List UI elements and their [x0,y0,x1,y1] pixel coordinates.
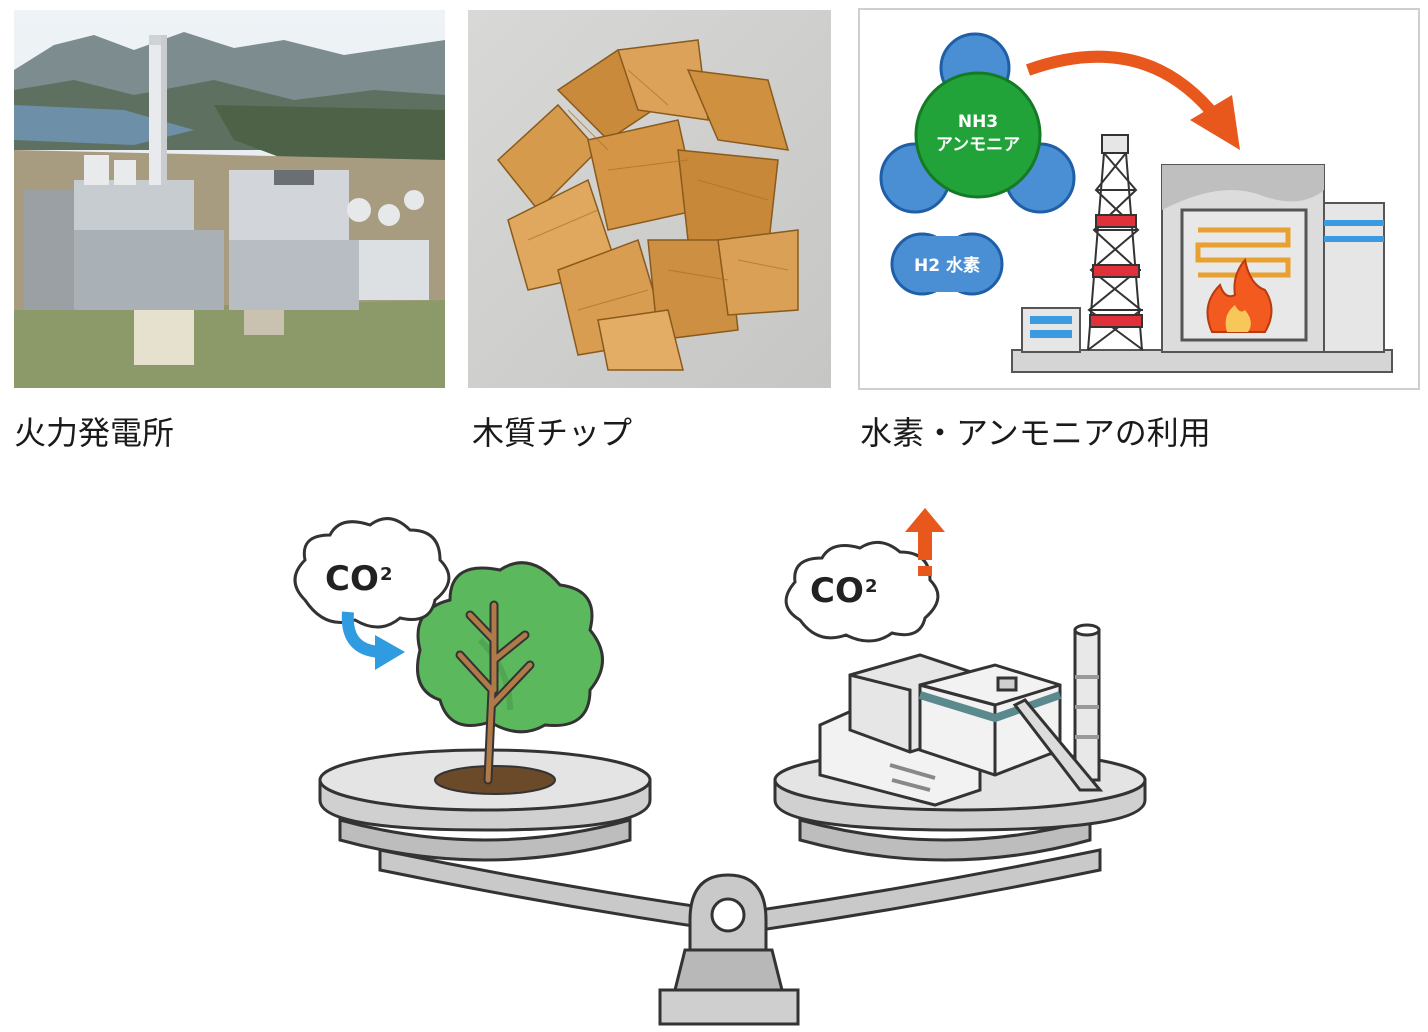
balance-stand [658,873,800,1026]
caption-wood-chips: 木質チップ [472,414,633,452]
right-co2-subscript: 2 [865,576,878,597]
left-co2-cloud-icon: CO 2 [293,517,451,629]
office-building-icon [1021,307,1081,353]
factory-icon [818,623,1104,807]
carbon-balance-illustration: CO 2 [280,490,1200,1030]
hydrogen-molecule-icon: H2 水素 [890,232,1004,296]
power-plant-photo [14,10,445,388]
chimney-tower-icon [1087,134,1144,351]
absorb-arrow-icon [341,611,405,670]
wood-chips-photo [468,10,831,388]
hydrogen-label: H2 水素 [914,255,980,276]
left-co2-label: CO [325,559,379,599]
emission-up-arrow-icon [905,508,945,576]
caption-hydrogen-ammonia: 水素・アンモニアの利用 [860,414,1211,452]
ammonia-molecule-icon: NH3 アンモニア [879,32,1076,214]
ammonia-name-label: アンモニア [936,135,1020,155]
caption-power-plant: 火力発電所 [14,414,175,452]
supply-arrow-icon [1025,50,1240,150]
right-co2-label: CO [810,571,864,611]
ammonia-formula-label: NH3 [958,112,998,132]
hydrogen-ammonia-illustration: NH3 アンモニア H2 水素 [858,8,1420,390]
flame-icon [1206,257,1273,333]
left-co2-subscript: 2 [380,564,393,585]
boiler-building-icon [1161,164,1385,353]
right-co2-cloud-icon: CO 2 [784,540,940,643]
tree-icon [416,561,604,785]
